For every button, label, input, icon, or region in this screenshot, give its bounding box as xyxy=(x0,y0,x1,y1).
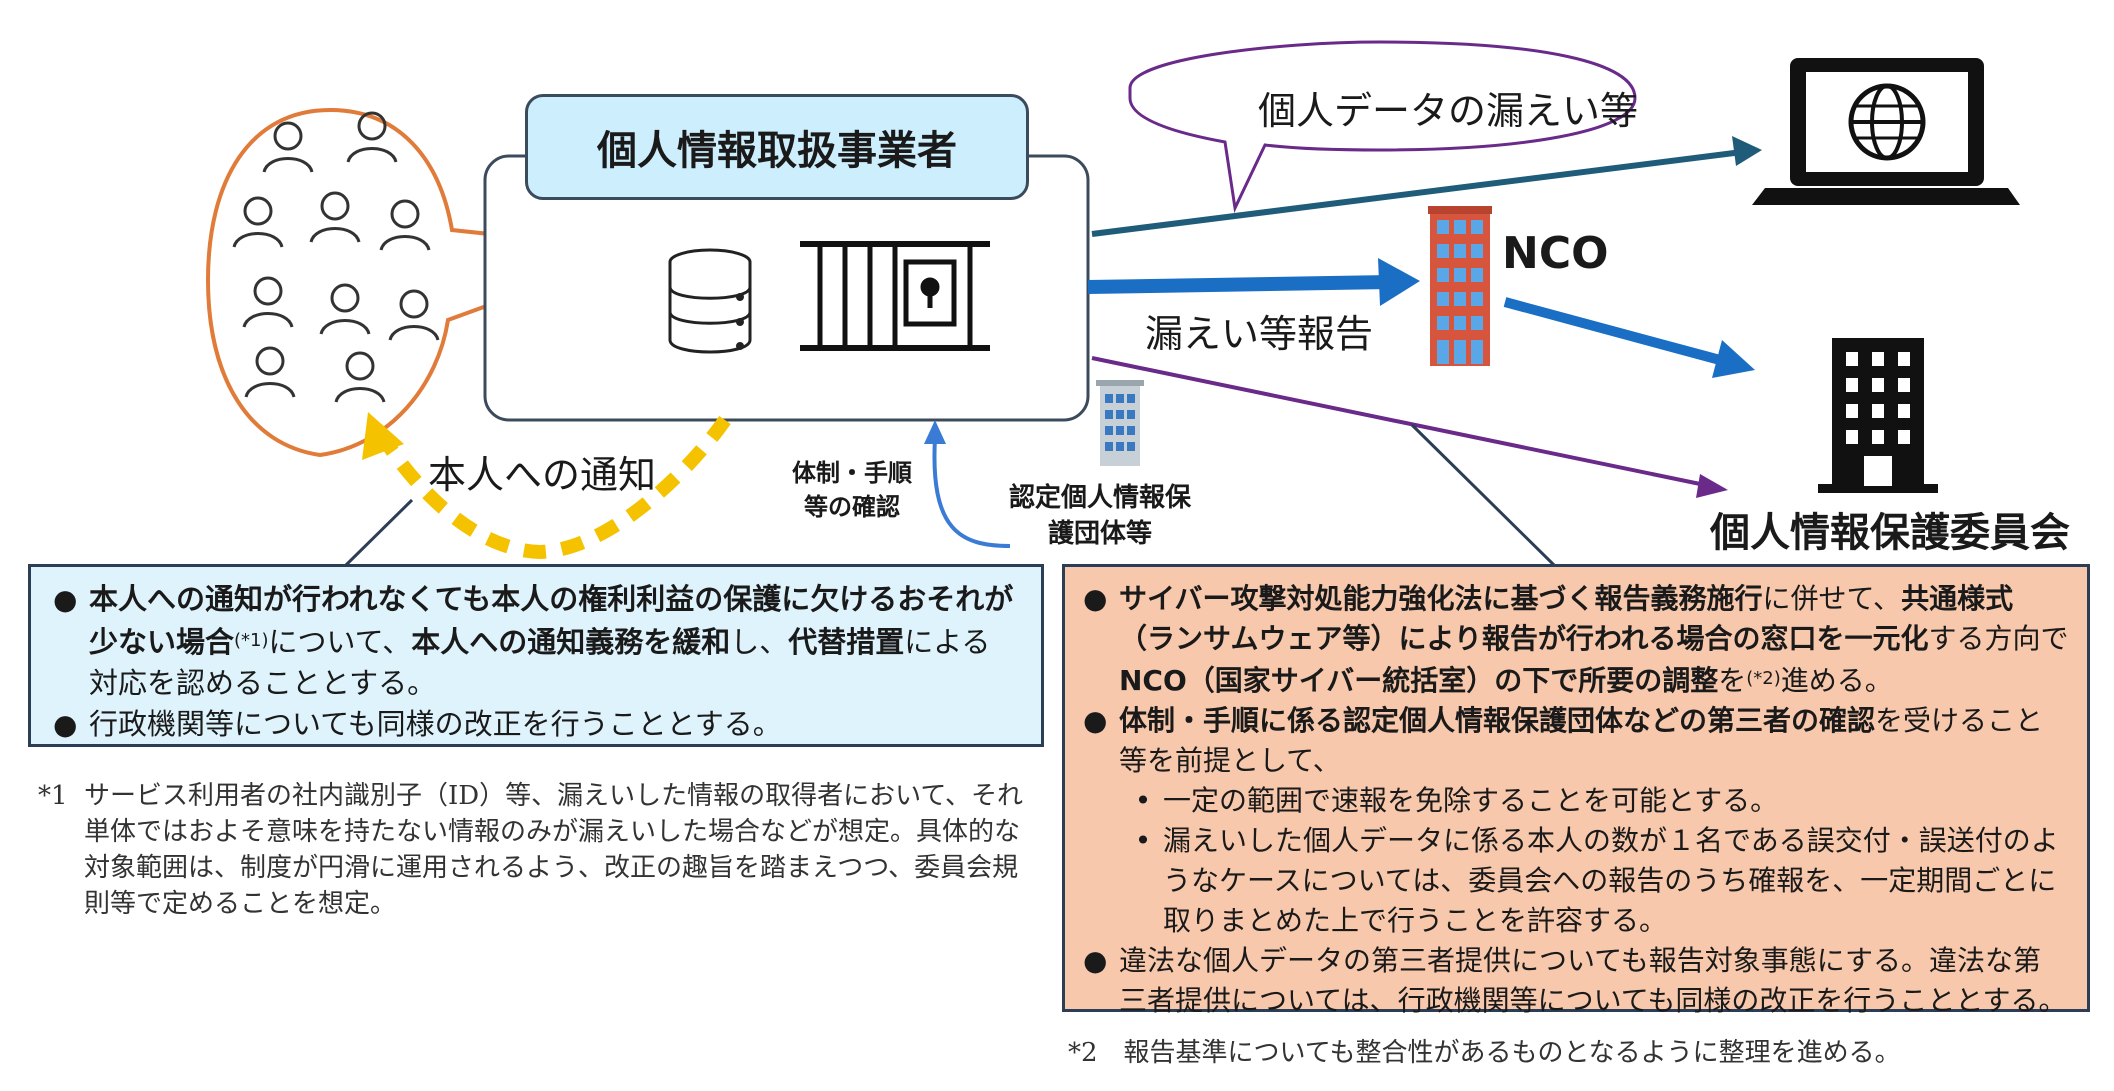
small-building-icon xyxy=(1096,380,1144,466)
direct-report-arrow xyxy=(1091,356,1706,487)
emphasis: 体制・手順に係る認定個人情報保護団体などの第三者の確認 xyxy=(1119,704,1876,737)
person-icon xyxy=(232,111,440,403)
text: を xyxy=(1718,664,1747,697)
sub-list-item: • 一定の範囲で速報を免除することを可能とする。 xyxy=(1083,781,2069,821)
nco-forward-arrow xyxy=(1503,297,1755,378)
leak-bubble xyxy=(1128,40,1637,214)
emphasis: 共通様式（ランサムウェア等）により報告が行われる場合の窓口を一元化 xyxy=(1119,582,2014,655)
nco-label: NCO xyxy=(1502,228,1609,279)
list-item: ● 体制・手順に係る認定個人情報保護団体などの第三者の確認を受けること等を前提と… xyxy=(1083,701,2069,781)
list-item: ● 本人への通知が行われなくても本人の権利利益の保護に欠けるおそれが少ない場合(… xyxy=(53,579,1019,704)
database-icon xyxy=(668,248,752,354)
text: する方向で xyxy=(1928,622,2069,655)
list-item: ● 違法な個人データの第三者提供についても報告対象事態にする。違法な第三者提供に… xyxy=(1083,941,2069,1021)
text: について、 xyxy=(268,625,412,659)
text: を受けること等を前提として、 xyxy=(1119,704,2044,777)
ppc-label: 個人情報保護委員会 xyxy=(1710,510,2070,556)
right-info-box: ● サイバー攻撃対処能力強化法に基づく報告義務施行に併せて、共通様式（ランサムウ… xyxy=(1062,564,2090,1017)
org-label: 認定個人情報保護団体等 xyxy=(1008,483,1191,549)
report-arrow xyxy=(1087,258,1420,306)
bullet: ● xyxy=(53,708,78,741)
emphasis: NCO（国家サイバー統括室）の下で所要の調整 xyxy=(1119,664,1719,697)
leak-arrow-head xyxy=(1732,136,1762,166)
text: し、 xyxy=(730,625,789,659)
laptop-globe-icon xyxy=(1752,58,2020,205)
text: 進める。 xyxy=(1780,664,1893,697)
sub-list-item: • 漏えいした個人データに係る本人の数が１名である誤交付・誤送付のようなケースに… xyxy=(1083,821,2069,941)
leak-arrow xyxy=(1091,147,1745,237)
bullet: ● xyxy=(1083,582,1108,615)
operator-title: 個人情報取扱事業者 xyxy=(525,94,1029,200)
text: 違法な個人データの第三者提供についても報告対象事態にする。違法な第三者提供につい… xyxy=(1119,944,2067,1017)
list-item: ● 行政機関等についても同様の改正を行うこととする。 xyxy=(53,704,1019,745)
footnote-ref: (*1) xyxy=(234,630,269,651)
people-bubble xyxy=(205,107,641,458)
text: 行政機関等についても同様の改正を行うこととする。 xyxy=(89,707,782,741)
office-building-icon xyxy=(1818,338,1938,493)
footnote-mark: *1 xyxy=(38,781,68,811)
text: による対応を認めることとする。 xyxy=(89,625,991,700)
sub-bullet: • xyxy=(1134,824,1152,857)
check-label: 体制・手順等の確認 xyxy=(792,459,912,521)
notice-label: 本人への通知 xyxy=(428,453,657,497)
emphasis: 本人への通知が行われなくても本人の権利利益の保護に欠けるおそれが少ない場合 xyxy=(89,582,1014,659)
text: に併せて、 xyxy=(1762,582,1902,615)
left-info-box: ● 本人への通知が行われなくても本人の権利利益の保護に欠けるおそれが少ない場合(… xyxy=(28,564,1044,747)
bullet: ● xyxy=(1083,944,1108,977)
direct-report-arrow-head xyxy=(1696,474,1728,498)
text: 一定の範囲で速報を免除することを可能とする。 xyxy=(1163,784,1779,817)
emphasis: 本人への通知義務を緩和 xyxy=(411,625,731,659)
emphasis: サイバー攻撃対処能力強化法に基づく報告義務施行 xyxy=(1119,582,1763,615)
footnote-text: サービス利用者の社内識別子（ID）等、漏えいした情報の取得者において、それ単体で… xyxy=(84,781,1024,919)
sub-bullet: • xyxy=(1134,784,1152,817)
bullet: ● xyxy=(53,583,78,616)
bullet: ● xyxy=(1083,704,1108,737)
report-label: 漏えい等報告 xyxy=(1145,312,1374,356)
footnote-2: *2 報告基準についても整合性があるものとなるように整理を進める。 xyxy=(1068,1038,1901,1068)
red-building-icon xyxy=(1428,206,1492,366)
emphasis: 代替措置 xyxy=(788,625,905,659)
left-box-connector xyxy=(343,498,414,568)
text: 漏えいした個人データに係る本人の数が１名である誤交付・誤送付のようなケースについ… xyxy=(1163,824,2059,937)
notice-arrow xyxy=(362,412,731,560)
vault-icon xyxy=(800,241,990,351)
list-item: ● サイバー攻撃対処能力強化法に基づく報告義務施行に併せて、共通様式（ランサムウ… xyxy=(1083,579,2069,701)
footnote-ref: (*2) xyxy=(1746,668,1781,689)
footnote-1: *1 サービス利用者の社内識別子（ID）等、漏えいした情報の取得者において、それ… xyxy=(38,778,1028,922)
leak-bubble-label: 個人データの漏えい等 xyxy=(1258,89,1639,133)
right-box-connector xyxy=(1410,423,1557,568)
confirmation-arrow xyxy=(924,420,1011,548)
